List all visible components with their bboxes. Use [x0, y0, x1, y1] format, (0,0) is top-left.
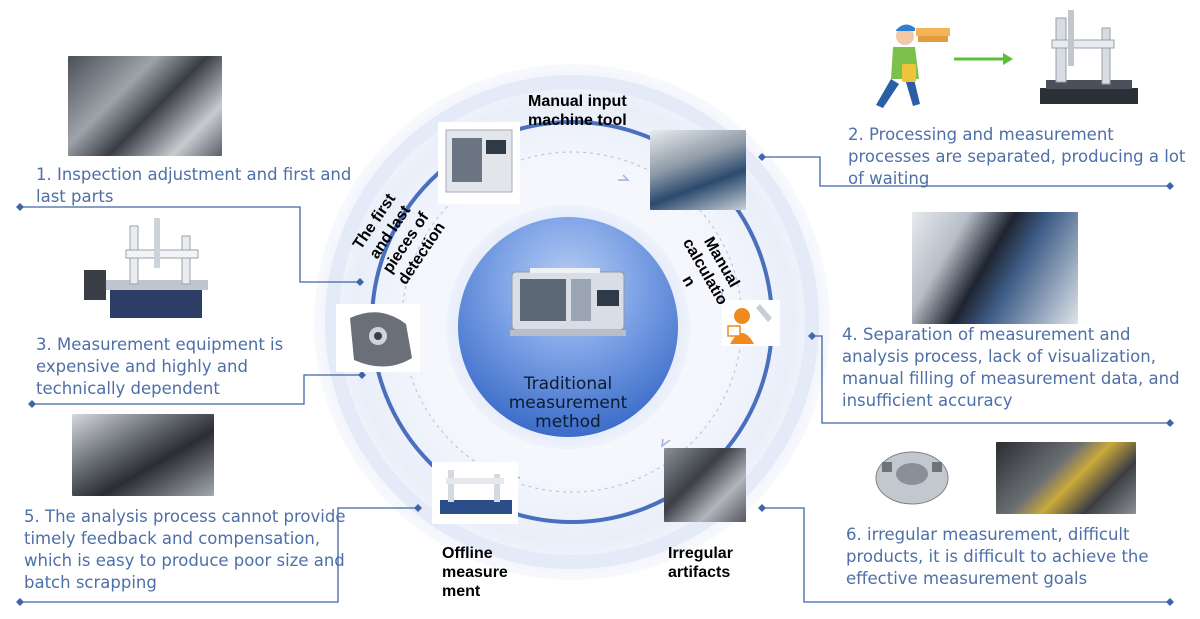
node-offline-measurement-line-3: ment: [442, 583, 481, 600]
green-arrow-icon: [954, 53, 1013, 65]
connector-2: [762, 156, 1170, 187]
caption-4-line-4: insufficient accuracy: [842, 391, 1013, 410]
caption-4-line-1: 4. Separation of measurement and: [842, 325, 1131, 344]
halo-ring: [325, 75, 819, 569]
caption-2: 2. Processing and measurement processes …: [848, 124, 1185, 190]
node-manual-input-line-1: Manual input: [528, 93, 627, 110]
caption-3: 3. Measurement equipment is expensive an…: [36, 334, 283, 400]
path-arrow-bottom-right: [661, 438, 671, 448]
caption-3-line-3: technically dependent: [36, 379, 220, 398]
node-irregular-artifacts-line-2: artifacts: [668, 564, 731, 581]
cnc-machine-ring-icon: [438, 122, 520, 204]
machined-part-icon: [336, 304, 420, 372]
caption-1-line-1: 1. Inspection adjustment and first and: [36, 165, 352, 184]
cmm-machine-left-icon: [84, 218, 208, 318]
connector-3: [32, 374, 362, 405]
lathe-photo: [68, 56, 222, 156]
caption-5-line-2: timely feedback and compensation,: [24, 529, 321, 548]
caption-5-line-3: which is easy to produce poor size and: [24, 551, 345, 570]
connector-1: [20, 206, 360, 283]
node-offline-measurement-line-1: Offline: [442, 545, 493, 562]
node-manual-input: Manual input machine tool: [528, 92, 627, 130]
caption-2-line-1: 2. Processing and measurement: [848, 125, 1114, 144]
caption-5-line-1: 5. The analysis process cannot provide: [24, 507, 346, 526]
caption-4-line-2: analysis process, lack of visualization,: [842, 347, 1156, 366]
measurement-fixture-photo: [996, 442, 1136, 514]
path-arrow-top: [618, 174, 630, 181]
irregular-artifacts-photo: [664, 448, 746, 522]
manual-calculation-icon: [722, 300, 780, 346]
center-machine-icon: [510, 268, 626, 336]
worker-carrying-parts-icon: [876, 24, 950, 108]
center-title: Traditional measurement method: [488, 375, 648, 432]
caption-2-line-2: processes are separated, producing a lot: [848, 147, 1186, 166]
operator-machine-photo: [650, 130, 746, 210]
operator-cnc-panel-photo: [912, 212, 1078, 324]
connectors: [20, 156, 1170, 603]
cmm-ring-bottom-icon: [432, 462, 518, 524]
caption-4: 4. Separation of measurement and analysi…: [842, 324, 1180, 412]
center-title-line-2: measurement: [508, 393, 628, 413]
caption-2-line-3: of waiting: [848, 169, 930, 188]
caption-6-line-2: products, it is difficult to achieve the: [846, 547, 1149, 566]
caption-1: 1. Inspection adjustment and first and l…: [36, 164, 351, 208]
node-offline-measurement-line-2: measure: [442, 564, 508, 581]
node-irregular-artifacts: Irregular artifacts: [668, 544, 733, 582]
caption-3-line-2: expensive and highly and: [36, 357, 248, 376]
caption-3-line-1: 3. Measurement equipment is: [36, 335, 284, 354]
milling-photo: [72, 414, 214, 496]
caption-6: 6. irregular measurement, difficult prod…: [846, 524, 1149, 590]
center-title-line-1: Traditional: [523, 374, 613, 394]
caption-4-line-3: manual filling of measurement data, and: [842, 369, 1180, 388]
node-offline-measurement: Offline measure ment: [442, 544, 508, 601]
caption-6-line-1: 6. irregular measurement, difficult: [846, 525, 1130, 544]
chuck-part-icon: [864, 442, 964, 514]
node-manual-input-line-2: machine tool: [528, 112, 627, 129]
connector-endpoints: [16, 153, 1174, 606]
connector-6: [762, 507, 1170, 603]
connector-4: [812, 335, 1170, 424]
connector-5: [20, 507, 418, 603]
caption-5: 5. The analysis process cannot provide t…: [24, 506, 346, 594]
cmm-machine-top-right-icon: [1040, 10, 1138, 104]
node-irregular-artifacts-line-1: Irregular: [668, 545, 733, 562]
center-title-line-3: method: [535, 412, 601, 432]
caption-1-line-2: last parts: [36, 187, 114, 206]
caption-5-line-4: batch scrapping: [24, 573, 157, 592]
caption-6-line-3: effective measurement goals: [846, 569, 1088, 588]
